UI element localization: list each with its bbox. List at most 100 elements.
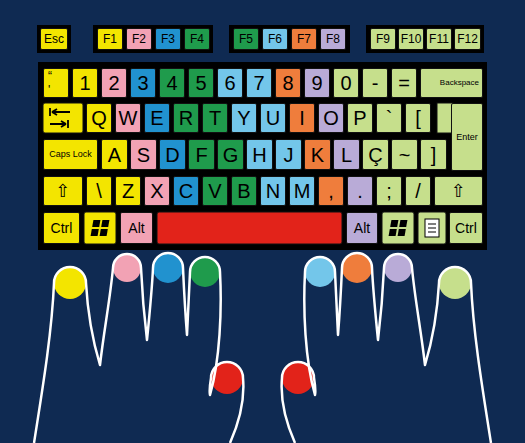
keyboard-key: N: [260, 176, 286, 206]
keyboard-key: A: [101, 139, 128, 170]
key-label: T: [209, 108, 221, 128]
keyboard-key: T: [202, 103, 228, 133]
key-label: Caps Lock: [49, 150, 92, 159]
windows-logo-pane: [398, 229, 406, 236]
menu-icon: [425, 219, 439, 237]
keyboard-key: F2: [126, 28, 152, 50]
key-label: -: [372, 73, 379, 93]
keyboard-key: [: [405, 103, 431, 133]
key-label: ': [48, 84, 50, 96]
keyboard-key: 0: [333, 68, 359, 98]
keyboard-key: /: [405, 176, 431, 206]
key-label: .: [357, 181, 363, 201]
keyboard-key: 1: [72, 68, 98, 98]
keyboard-key: ⇧: [434, 176, 483, 206]
keyboard-key: F11: [426, 28, 452, 50]
key-group-frame: [366, 25, 484, 53]
key-label: F4: [190, 33, 204, 45]
key-group-frame: [229, 25, 350, 53]
keyboard-key: Q: [86, 103, 112, 133]
keyboard-key: P: [347, 103, 373, 133]
space-bar: [157, 212, 342, 244]
key-label: Q: [91, 108, 107, 128]
key-label: Enter: [456, 133, 478, 142]
key-label: G: [223, 145, 239, 165]
key-label: A: [108, 145, 121, 165]
key-label: X: [150, 181, 163, 201]
keyboard-key: ⇧: [43, 176, 83, 206]
key-label: 1: [79, 73, 90, 93]
keyboard-key: =: [391, 68, 417, 98]
key-label: O: [323, 108, 339, 128]
key-label: ,: [328, 181, 334, 201]
keyboard-key: F1: [97, 28, 123, 50]
key-label: B: [237, 181, 250, 201]
key-label: U: [266, 108, 280, 128]
keyboard-key: “': [43, 68, 69, 98]
key-label: F10: [401, 33, 422, 45]
keyboard-key: F4: [184, 28, 210, 50]
keyboard-key: ]: [420, 139, 447, 170]
windows-logo-pane: [100, 229, 108, 236]
keyboard-key: Ctrl: [449, 212, 483, 244]
keyboard-key: F6: [262, 28, 288, 50]
keyboard-key: Alt: [120, 212, 153, 244]
hand-outline: [34, 253, 243, 443]
key-label: Alt: [128, 221, 144, 235]
key-label: J: [284, 145, 294, 165]
windows-logo: [91, 220, 110, 236]
keyboard-key: Ç: [362, 139, 389, 170]
key-label: E: [150, 108, 163, 128]
windows-logo-pane: [101, 220, 109, 227]
key-label: ⇧: [451, 182, 466, 200]
key-label: V: [208, 181, 221, 201]
key-label: P: [353, 108, 366, 128]
keyboard-key: .: [347, 176, 373, 206]
key-label: F6: [268, 33, 282, 45]
key-label: Ctrl: [455, 221, 477, 235]
key-label: 6: [224, 73, 235, 93]
key-label: 3: [137, 73, 148, 93]
keyboard-key: ,: [318, 176, 344, 206]
menu-key: [418, 212, 446, 244]
key-label: Z: [122, 181, 134, 201]
keyboard-key: -: [362, 68, 388, 98]
key-label: F8: [326, 33, 340, 45]
keyboard-key: Enter: [451, 103, 483, 171]
key-label: R: [179, 108, 193, 128]
key-label: D: [165, 145, 179, 165]
keyboard-key: 8: [275, 68, 301, 98]
keyboard-key: F8: [320, 28, 346, 50]
key-label: F7: [297, 33, 311, 45]
key-label: L: [341, 145, 352, 165]
key-label: Alt: [354, 221, 370, 235]
keyboard-key: K: [304, 139, 331, 170]
key-label: `: [386, 108, 393, 128]
keyboard-key: U: [260, 103, 286, 133]
key-label: 2: [108, 73, 119, 93]
keyboard-key: G: [217, 139, 244, 170]
keyboard-key: W: [115, 103, 141, 133]
keyboard-key: E: [144, 103, 170, 133]
keyboard-key: ;: [376, 176, 402, 206]
windows-logo-pane: [389, 229, 397, 236]
tab-key: [43, 103, 83, 133]
key-label: F9: [376, 33, 390, 45]
windows-logo-pane: [91, 229, 99, 236]
keyboard-key: C: [173, 176, 199, 206]
key-label: F: [195, 145, 207, 165]
key-label: S: [137, 145, 150, 165]
key-label: “: [48, 70, 52, 82]
keyboard-key: V: [202, 176, 228, 206]
key-label: Esc: [44, 33, 64, 45]
key-label: ⇧: [55, 182, 70, 200]
keyboard-key: F9: [370, 28, 396, 50]
keyboard-key: O: [318, 103, 344, 133]
keyboard-key: Alt: [346, 212, 378, 244]
key-label: N: [266, 181, 280, 201]
keyboard-key: L: [333, 139, 360, 170]
key-label: 4: [166, 73, 177, 93]
keyboard-key: R: [173, 103, 199, 133]
keyboard-key: 7: [246, 68, 272, 98]
keyboard-key: Y: [231, 103, 257, 133]
